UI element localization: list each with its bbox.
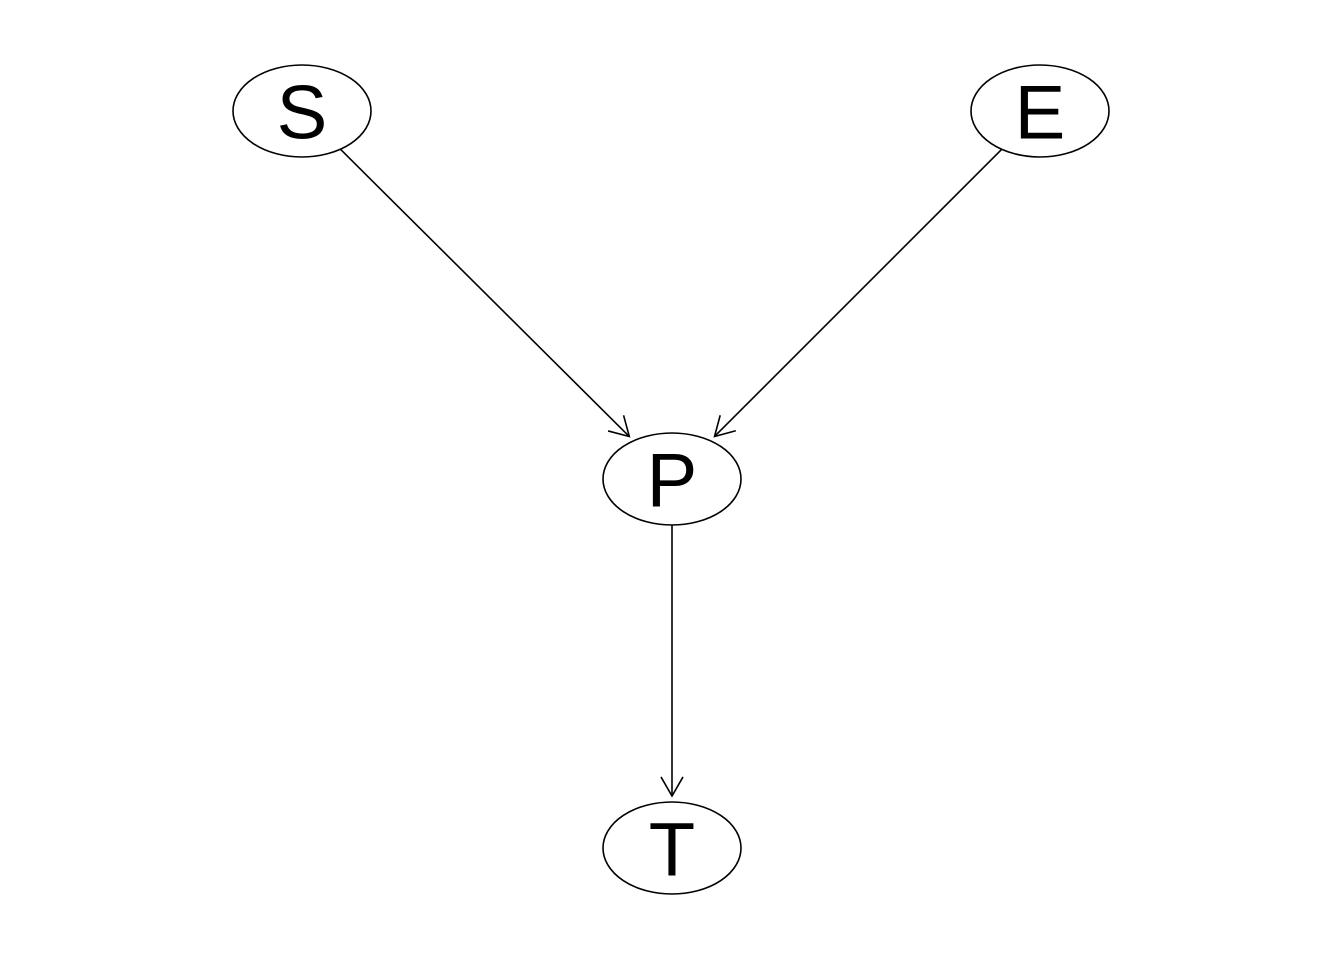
node-t-ellipse [602,801,742,895]
edge-s-to-p [339,148,631,438]
edge-e-to-p [713,148,1003,438]
arrowhead-icon [607,415,631,438]
node-s-ellipse [232,64,372,158]
node-s: S [232,64,372,158]
node-e-ellipse [970,64,1110,158]
node-t-label: T [649,808,695,893]
node-e-label: E [1015,71,1066,156]
node-e: E [970,64,1110,158]
edges-layer [339,148,1003,798]
edge-p-to-t [660,525,684,798]
nodes-layer: S E P T [232,64,1110,895]
arrowhead-icon [660,776,684,798]
arrowhead-icon [713,415,736,438]
node-p-ellipse [602,432,742,526]
node-s-label: S [277,71,328,156]
node-p: P [602,432,742,526]
node-t: T [602,801,742,895]
node-p-label: P [647,439,698,524]
edge-line [339,148,630,438]
edge-line [713,148,1003,438]
